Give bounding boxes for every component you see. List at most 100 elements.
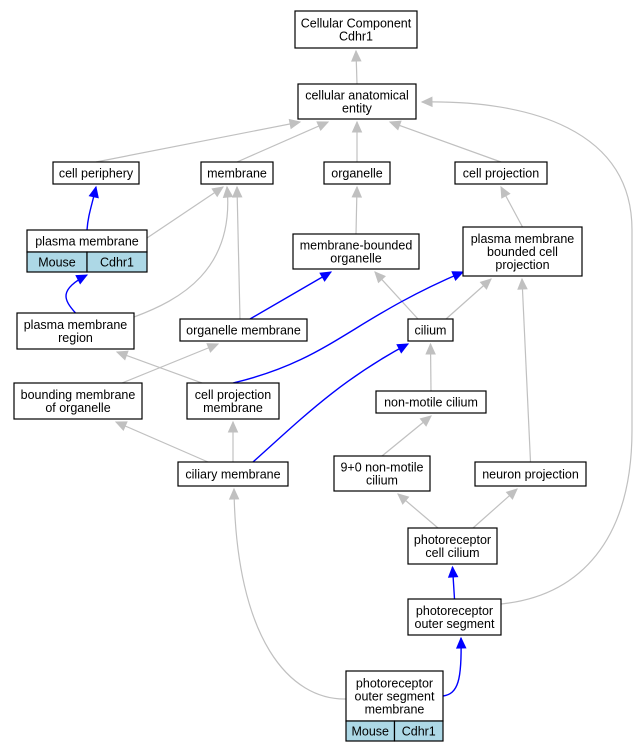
node-box [52,161,140,185]
node-neuron-projection[interactable]: neuron projection [474,461,587,487]
node-label: 9+0 non-motile [340,461,423,475]
node-label: membrane [207,167,267,181]
node-label: cell projection [463,167,539,181]
edge-line [236,186,241,320]
edge-line [95,121,301,163]
node-label: plasma membrane [471,232,575,246]
edge-arrowhead [396,343,410,354]
node-organelle-membrane[interactable]: organelle membrane [179,318,308,342]
edge-layer [65,49,633,700]
edge-line [232,271,464,384]
node-box [375,390,487,414]
edge-photoreceptor-outer-segment-membrane-to-photoreceptor-outer-segment [442,636,467,697]
edge-arrowhead [388,120,402,131]
edge-line [252,343,409,463]
node-cell-projection[interactable]: cell projection [454,161,548,185]
edge-line [374,271,419,320]
edge-line [115,421,209,463]
node-label: neuron projection [482,468,579,482]
annotation-gene: Cdhr1 [402,725,436,739]
edge-line [233,488,347,700]
edge-line [381,415,432,457]
node-label: cilium [366,474,398,488]
edge-arrowhead [351,185,363,198]
edge-line [421,101,633,605]
node-box [474,461,587,487]
node-label: outer segment [355,690,435,704]
edge-plasma-membrane-to-cell-periphery [86,185,99,231]
node-ciliary-membrane[interactable]: ciliary membrane [177,461,289,487]
node-box [407,527,498,565]
edge-arrowhead [451,271,465,281]
node-box [177,461,289,487]
edge-line [121,343,219,384]
node-label: membrane [203,401,263,415]
node-cilium[interactable]: cilium [407,318,454,342]
edge-arrowhead [319,271,333,282]
edge-plasma-membrane-region-to-plasma-membrane [65,274,89,314]
edge-photoreceptor-outer-segment-membrane-to-ciliary-membrane [228,487,347,700]
edge-arrowhead [88,185,99,199]
edge-arrowhead [75,274,89,285]
node-label: region [58,331,93,345]
annotation-cell [393,720,444,742]
edge-arrowhead [374,271,386,284]
edge-line [146,186,224,239]
node-label: bounded cell [487,245,558,259]
edge-arrowhead [227,420,239,433]
node-label: outer segment [415,617,495,631]
edge-arrowhead [351,120,363,133]
node-box [462,226,583,277]
edge-arrowhead [316,121,330,132]
node-box [200,161,274,185]
edge-line [236,121,329,163]
node-box [294,10,418,49]
node-box [297,83,417,120]
node-box [292,233,420,270]
edge-arrowhead [479,278,492,290]
edge-arrowhead [397,493,410,505]
edge-cellular-anatomical-entity-to-cellular-component [351,49,362,85]
edge-membrane-bounded-organelle-to-organelle [351,185,363,235]
edge-photoreceptor-outer-segment-to-cellular-anatomical-entity [420,96,633,605]
node-label: photoreceptor [416,604,493,618]
annotation-cell [86,251,148,273]
edge-arrowhead [351,49,362,62]
edge-arrowhead [505,488,518,500]
node-box [407,318,454,342]
node-label: photoreceptor [414,533,491,547]
node-box [323,161,391,185]
edge-photoreceptor-outer-segment-to-photoreceptor-cell-cilium [447,565,459,600]
edge-plasma-membrane-region-to-membrane [133,185,234,318]
node-cell-periphery[interactable]: cell periphery [52,161,140,185]
edge-arrowhead [231,185,243,198]
edge-neuron-projection-to-plasma-membrane-bounded-cell-projection [517,277,532,463]
node-membrane[interactable]: membrane [200,161,274,185]
edge-line [389,121,502,163]
node-organelle[interactable]: organelle [323,161,391,185]
edge-arrowhead [420,96,433,108]
node-label: non-motile cilium [384,396,478,410]
annotation-organism: Mouse [351,725,389,739]
edge-arrowhead [228,487,240,500]
edge-arrowhead [425,342,436,355]
node-non-motile-cilium[interactable]: non-motile cilium [375,390,487,414]
edge-arrowhead [206,343,220,353]
node-label: cell cilium [425,546,479,560]
node-label: cilium [415,324,447,338]
edge-line [65,274,88,314]
